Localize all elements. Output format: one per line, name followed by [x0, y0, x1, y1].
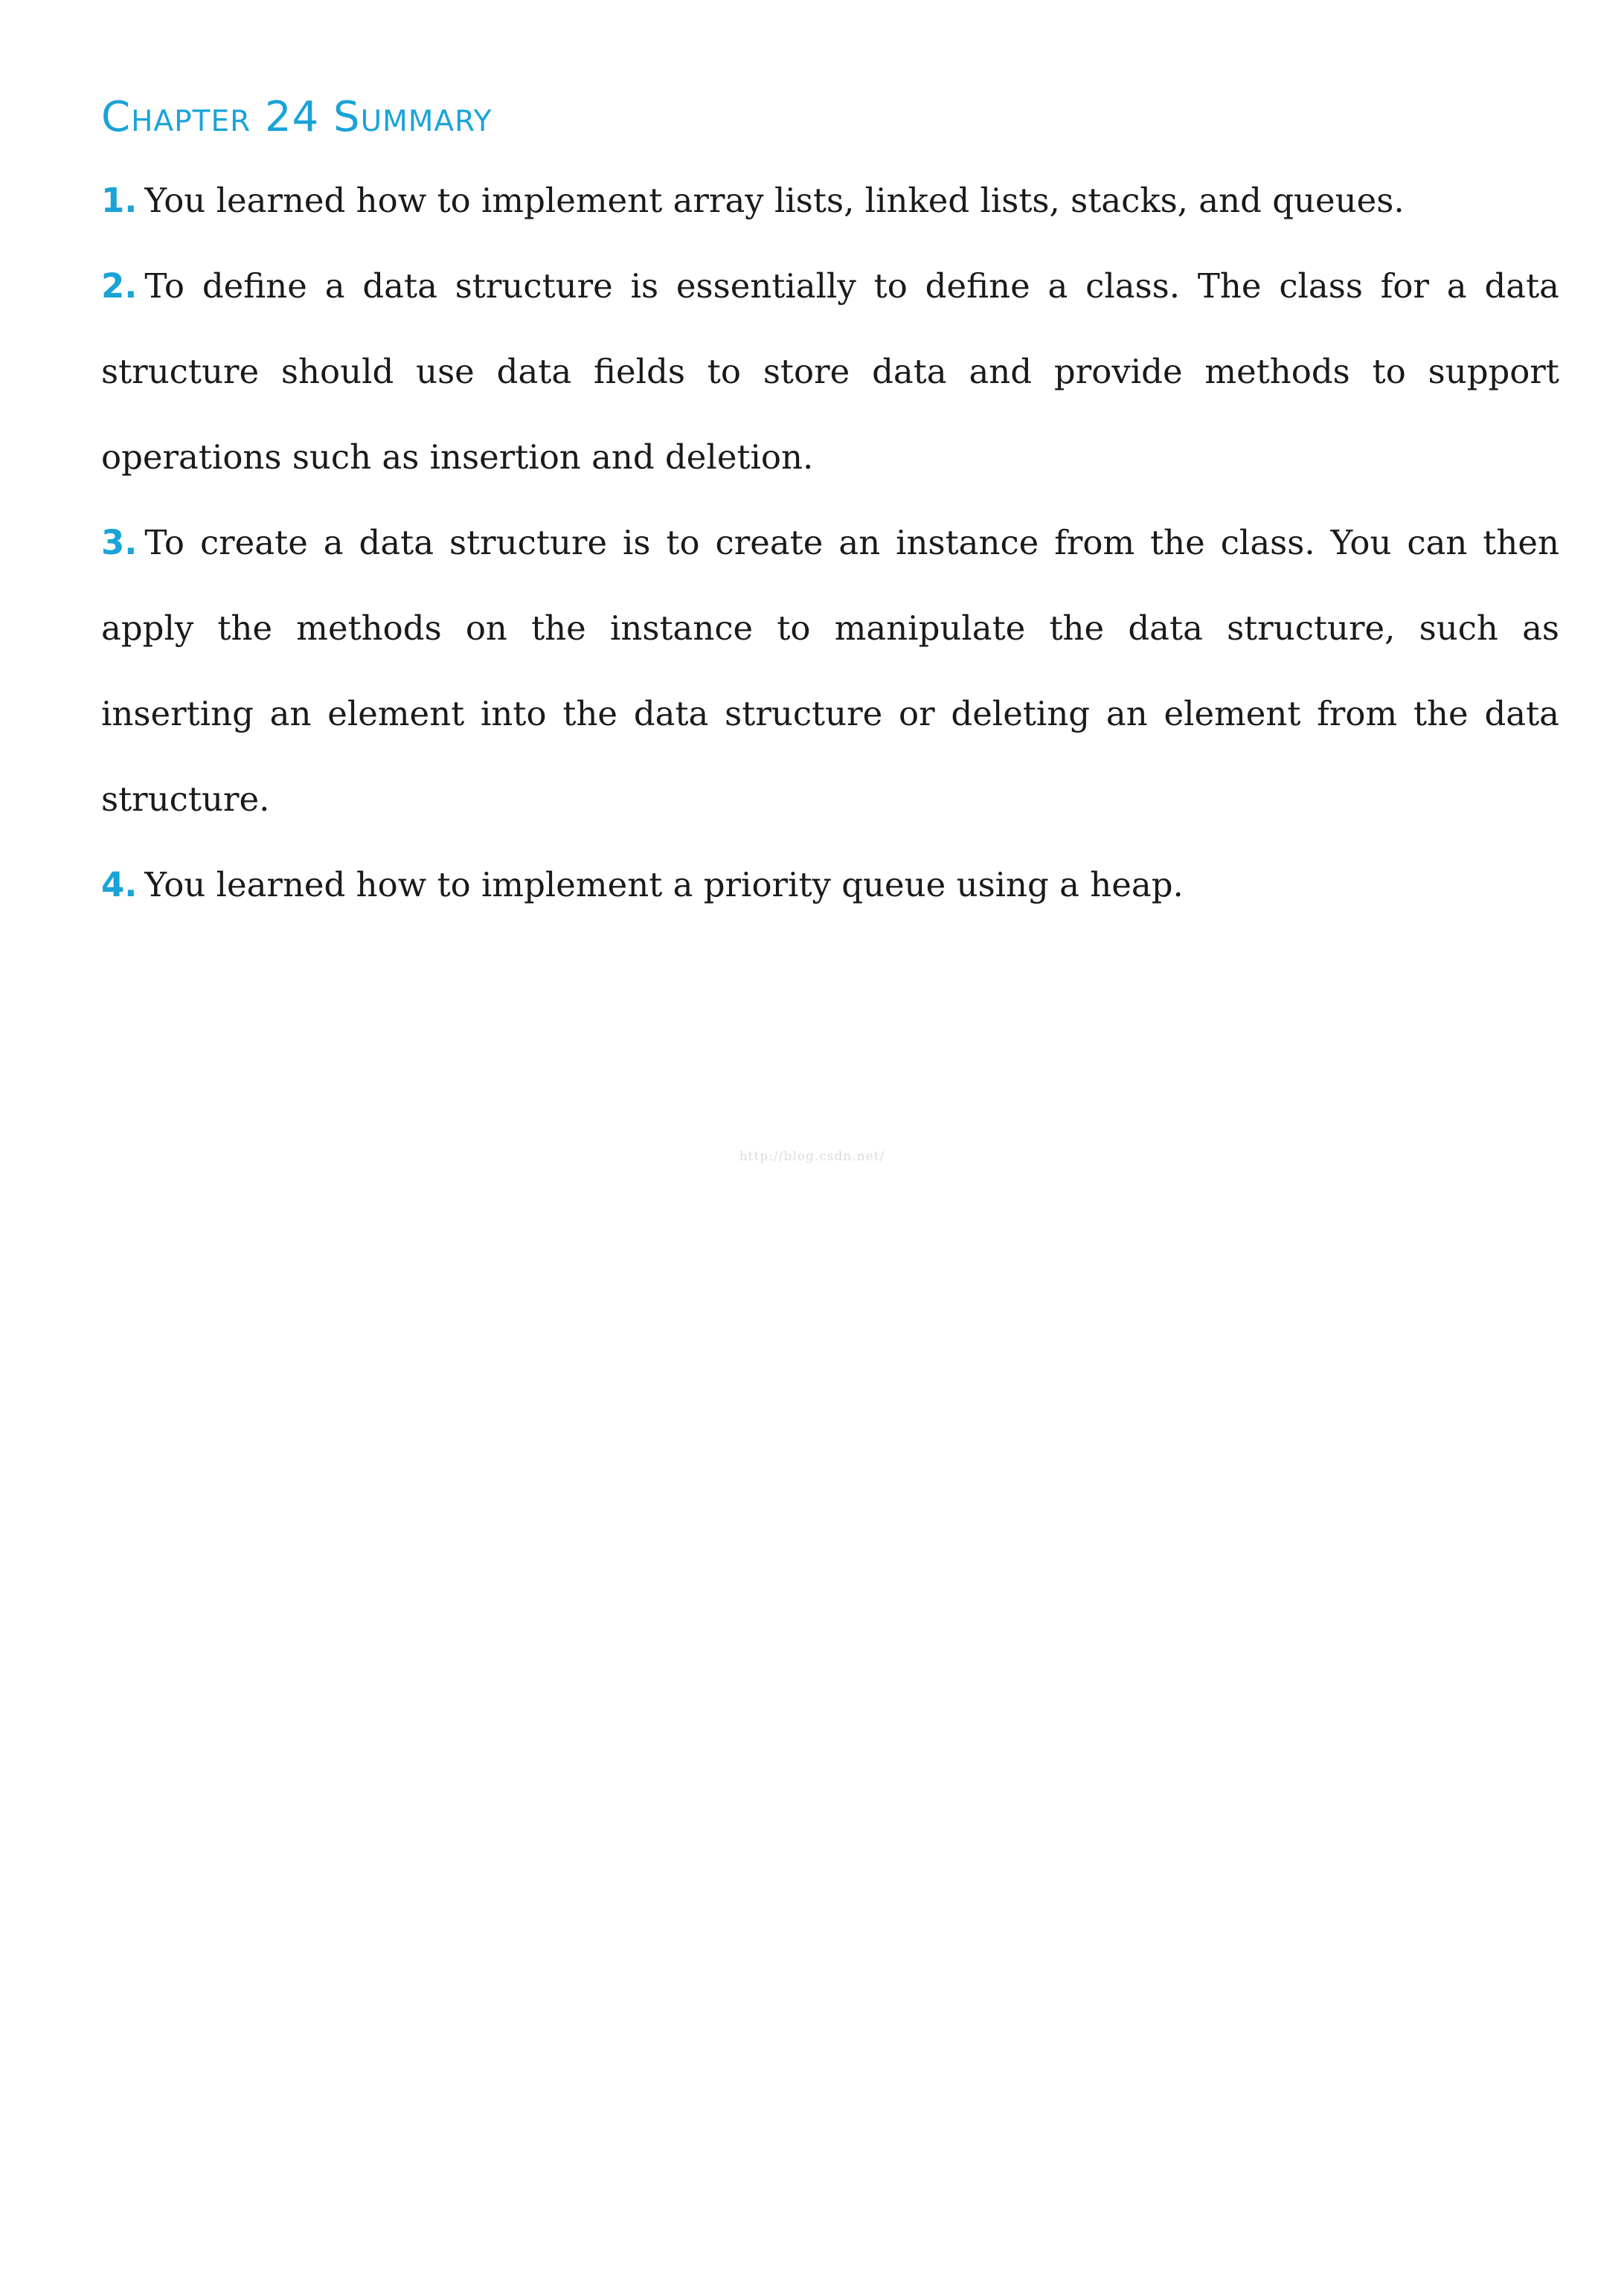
summary-item-number: 2. — [101, 266, 138, 306]
summary-item-2: 2.To define a data structure is essentia… — [101, 243, 1559, 500]
summary-item-text: To create a data structure is to create … — [101, 523, 1559, 819]
summary-item-3: 3.To create a data structure is to creat… — [101, 500, 1559, 842]
summary-item-number: 4. — [101, 865, 138, 904]
summary-list: 1.You learned how to implement array lis… — [101, 158, 1559, 927]
summary-content: Chapter 24 Summary 1.You learned how to … — [101, 88, 1559, 927]
summary-item-text: You learned how to implement array lists… — [144, 181, 1405, 220]
summary-item-text: You learned how to implement a priority … — [144, 865, 1184, 904]
chapter-title: Chapter 24 Summary — [101, 93, 492, 141]
summary-item-number: 3. — [101, 523, 138, 562]
summary-item-number: 1. — [101, 181, 138, 220]
summary-item-1: 1.You learned how to implement array lis… — [101, 158, 1559, 243]
summary-item-text: To define a data structure is essentiall… — [101, 266, 1559, 477]
watermark-text: http://blog.csdn.net/ — [739, 1149, 885, 1164]
summary-item-4: 4.You learned how to implement a priorit… — [101, 842, 1559, 927]
